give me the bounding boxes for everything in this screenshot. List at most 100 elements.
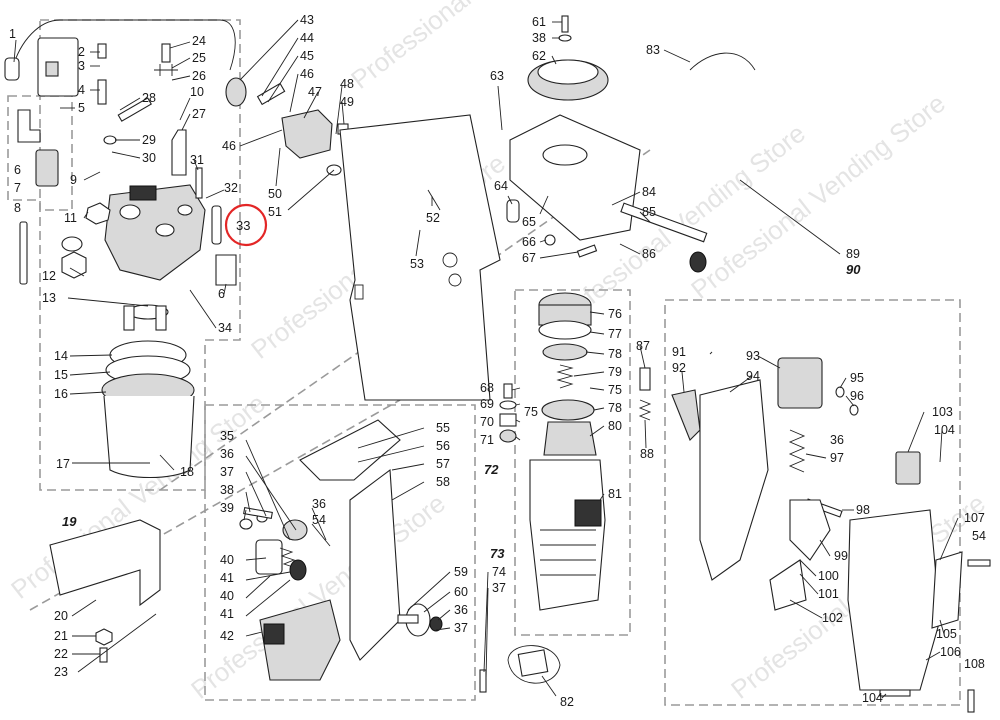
part-label: 92 [672,361,686,375]
part-label: 76 [608,307,622,321]
part-label: 91 [672,345,686,359]
part-label: 24 [192,34,206,48]
part-label: 79 [608,365,622,379]
part-label: 25 [192,51,206,65]
rod-8 [19,221,28,285]
motor-winding [540,529,596,576]
part-label: 53 [410,257,424,271]
part-label: 14 [54,349,68,363]
part-label: 4 [78,83,85,97]
valve-47 [281,109,333,159]
brewing-group-outline [204,404,476,701]
loop-82 [507,645,561,684]
highlighted-part[interactable]: 33 [224,203,268,247]
part-label: 45 [300,49,314,63]
part-label: 71 [480,433,494,447]
part-label: 36 [312,497,326,511]
part-label: 8 [14,201,21,215]
part-label: 106 [940,645,961,659]
part-label: 47 [308,85,322,99]
part-labels: 1 2 3 4 5 6 7 8 9 10 11 12 13 14 15 16 1… [9,13,986,709]
part-label: 102 [822,611,843,625]
lid-hole [119,204,141,220]
part-label: 40 [220,589,234,603]
part-label: 23 [54,665,68,679]
part-label: 66 [522,235,536,249]
terminal-13 [155,305,167,331]
grinder-housing [509,114,641,241]
part-label: 17 [56,457,70,471]
part-label: 46 [300,67,314,81]
part-label: 103 [932,405,953,419]
burr-78 [541,399,595,421]
part-label: 54 [972,529,986,543]
bearing-78 [542,343,588,361]
part-label: 58 [436,475,450,489]
part-label: 12 [42,269,56,283]
part-label: 97 [830,451,844,465]
pin-67 [576,244,598,258]
microswitch-103 [895,451,921,485]
mounting-plate [339,114,501,401]
lid-terminal [129,185,157,201]
part-shapes [4,15,991,713]
part-label: 81 [608,487,622,501]
part-label: 86 [642,247,656,261]
part-label: 78 [608,401,622,415]
part-label: 13 [42,291,56,305]
screw-61 [561,15,569,33]
shaft-85 [620,202,708,243]
clip-25 [154,64,178,76]
part-label: 32 [224,181,238,195]
part-label: 10 [190,85,204,99]
part-label: 65 [522,215,536,229]
part-label: 80 [608,419,622,433]
bracket-58 [349,468,401,661]
plate-107 [931,551,963,629]
part-label: 3 [78,59,85,73]
bushing-64 [506,199,520,223]
part-label: 99 [834,549,848,563]
spring-88 [638,399,652,421]
part-label: 61 [532,15,546,29]
connector-43 [225,77,247,107]
part-label: 6 [14,163,21,177]
part-label: 100 [818,569,839,583]
latch-100 [789,499,831,561]
housing-bore [542,144,588,166]
part-label: 37 [492,581,506,595]
door-105 [847,509,941,691]
ring-77 [538,320,592,340]
part-label: 6 [218,287,225,301]
part-label: 54 [312,513,326,527]
part-label: 44 [300,31,314,45]
screw-68 [503,383,513,399]
part-label: 37 [220,465,234,479]
spring-79 [556,364,574,389]
group-tags: 19 72 73 90 [62,262,861,561]
part-label: 74 [492,565,506,579]
part-label: 22 [54,647,68,661]
part-label: 9 [70,173,77,187]
part-label: 68 [480,381,494,395]
gear-85 [689,251,707,273]
part-label: 105 [936,627,957,641]
bolt-22 [99,647,108,663]
group-tag: 19 [62,514,77,529]
part-label: 48 [340,77,354,91]
washer-39 [239,518,253,530]
part-label: 93 [746,349,760,363]
group-tag: 90 [846,262,861,277]
spring-plate-102 [769,559,807,611]
part-label: 42 [220,629,234,643]
pin-52 [427,189,441,211]
terminal-13 [123,305,135,331]
rod-60 [397,614,419,624]
plate-hole [442,252,458,268]
lid-hole [177,204,193,216]
boiler-body [103,395,195,479]
part-label: 84 [642,185,656,199]
pipe-44 [256,82,286,106]
